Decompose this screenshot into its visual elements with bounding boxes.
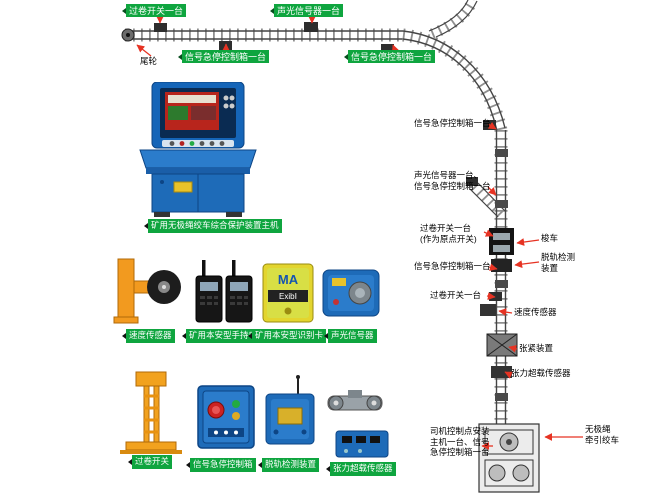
label-driver-line3: 急停控制箱一台	[430, 447, 490, 458]
label-r-signal-group: 声光信号器一台、 信号急停控制箱一台	[414, 170, 491, 191]
tension-sensor-box-image	[335, 430, 389, 458]
tension-overload-device	[491, 366, 512, 378]
signal-device-image	[322, 269, 380, 317]
label-estop-top-left: 信号急停控制箱一台	[177, 50, 270, 64]
id-card-image: MA ExibⅠ	[262, 263, 314, 323]
product-label-handheld-radio: 矿用本安型手持电台	[182, 329, 269, 343]
label-overwind-origin: 过卷开关一台	[420, 223, 472, 233]
label-signal-top: 声光信号器一台	[269, 4, 344, 18]
ma-logo-text: MA	[278, 272, 299, 287]
tensioner-device	[486, 333, 518, 357]
label-tail-wheel: 尾轮	[140, 56, 158, 66]
exib-marking-text: ExibⅠ	[279, 292, 297, 301]
estop-box-image	[197, 385, 255, 449]
overwind-switch-image	[120, 371, 182, 454]
product-tension-sensor-box	[334, 427, 390, 466]
product-estop-box	[194, 382, 258, 459]
product-label-estop-box: 信号急停控制箱	[186, 458, 256, 472]
label-shuttle-car: 梭车	[541, 233, 559, 243]
derail-detector-image	[265, 375, 315, 445]
pointer-arrows	[136, 15, 583, 450]
product-id-card: MA ExibⅠ	[260, 260, 316, 331]
track-device	[495, 200, 508, 208]
label-winch-line2: 牵引绞车	[585, 434, 620, 445]
overwind-switch-device-top	[154, 23, 167, 32]
label-tension-overload: 张力超载传感器	[511, 368, 571, 378]
product-label-overwind-switch: 过卷开关	[127, 455, 173, 469]
label-driver-line2: 主机一台、信号	[430, 436, 490, 447]
signal-light-device-top	[304, 22, 318, 32]
product-overwind-switch	[116, 370, 186, 459]
label-r-signal-line2: 信号急停控制箱一台	[414, 180, 491, 191]
label-driver-station: 司机控制点安装 主机一台、信号 急停控制箱一台	[430, 426, 490, 458]
curve-track	[402, 28, 508, 132]
label-r-signal-line1: 声光信号器一台、	[414, 170, 483, 180]
speed-sensor-device	[480, 304, 496, 316]
product-label-main-console: 矿用无极绳绞车综合保护装置主机	[144, 219, 282, 233]
derail-detector-device	[491, 259, 512, 272]
label-r-speed-sensor: 速度传感器	[514, 307, 557, 317]
label-r-overwind-origin: 过卷开关一台 (作为原点开关)	[420, 223, 477, 244]
label-derail-device: 脱轨检测装置	[541, 252, 576, 273]
product-label-derail-detector: 脱轨检测装置	[257, 458, 320, 472]
label-r-overwind2: 过卷开关一台	[430, 290, 482, 300]
label-driver-line1: 司机控制点安装	[430, 426, 490, 436]
main-console-image	[139, 81, 257, 217]
track-device	[495, 393, 508, 401]
label-winch: 无极绳 牵引绞车	[585, 424, 619, 445]
product-label-id-card: 矿用本安型识别卡	[247, 329, 327, 343]
estop-box-device-curve	[381, 44, 394, 53]
product-speed-sensor	[112, 255, 186, 332]
product-derail-detector	[260, 374, 320, 459]
product-tension-sensor-clamp	[324, 384, 386, 427]
tail-wheel-device	[121, 28, 135, 42]
product-signal-device	[320, 262, 382, 329]
handheld-radio-image	[195, 260, 253, 323]
track-device	[495, 149, 508, 157]
label-estop-curve: 信号急停控制箱一台	[343, 50, 436, 64]
label-r-estop2: 信号急停控制箱一台	[414, 261, 491, 271]
estop-box-device-r2	[495, 280, 508, 288]
tension-sensor-image	[327, 390, 383, 411]
product-label-speed-sensor: 速度传感器	[122, 329, 175, 343]
product-label-tension-sensor: 张力超载传感器	[326, 462, 396, 476]
label-overwind-origin-note: (作为原点开关)	[420, 233, 477, 244]
shuttle-car-device	[489, 228, 514, 255]
winch-device	[478, 423, 540, 493]
top-track	[125, 28, 403, 42]
product-handheld-radio	[192, 258, 256, 331]
label-overwind-top: 过卷开关一台	[121, 4, 187, 18]
product-main-console	[138, 81, 258, 222]
label-winch-line1: 无极绳	[585, 424, 611, 434]
siding-device	[466, 177, 478, 186]
speed-sensor-image	[113, 258, 181, 324]
label-tensioner: 张紧装置	[519, 343, 554, 353]
label-r-estop1: 信号急停控制箱一台	[414, 118, 491, 128]
top-branch-track	[428, 0, 479, 40]
product-label-signal-device: 声光信号器	[324, 329, 377, 343]
